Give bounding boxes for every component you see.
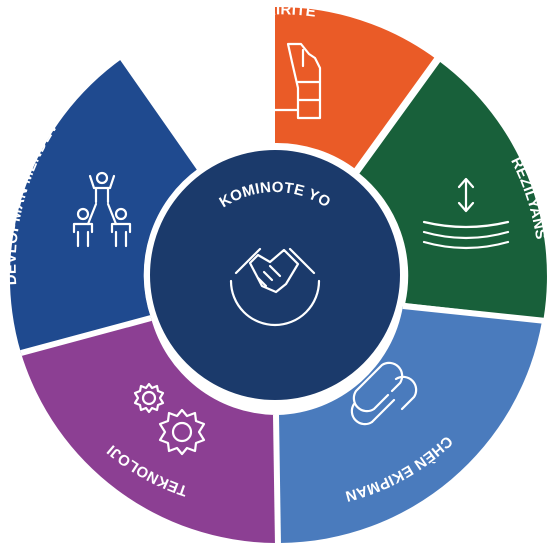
- segment-teknoloji[interactable]: [21, 318, 275, 543]
- handshake-icon: [229, 247, 321, 327]
- chain-link-icon: [350, 361, 418, 426]
- gears-icon: [133, 382, 206, 456]
- team-growth-icon: [72, 171, 132, 248]
- segment-devlopman-mendev[interactable]: [9, 58, 200, 353]
- segment-chen-ekipman[interactable]: [278, 306, 542, 543]
- segment-rezilyans[interactable]: [359, 62, 547, 319]
- resilience-wave-icon: [422, 177, 510, 250]
- segment-sekirite[interactable]: [275, 6, 437, 171]
- segment-dividers: [20, 0, 547, 546]
- label-sekirite: SEKIRITE: [243, 1, 317, 20]
- safety-vest-icon: [238, 42, 322, 120]
- center-circle[interactable]: [144, 144, 406, 406]
